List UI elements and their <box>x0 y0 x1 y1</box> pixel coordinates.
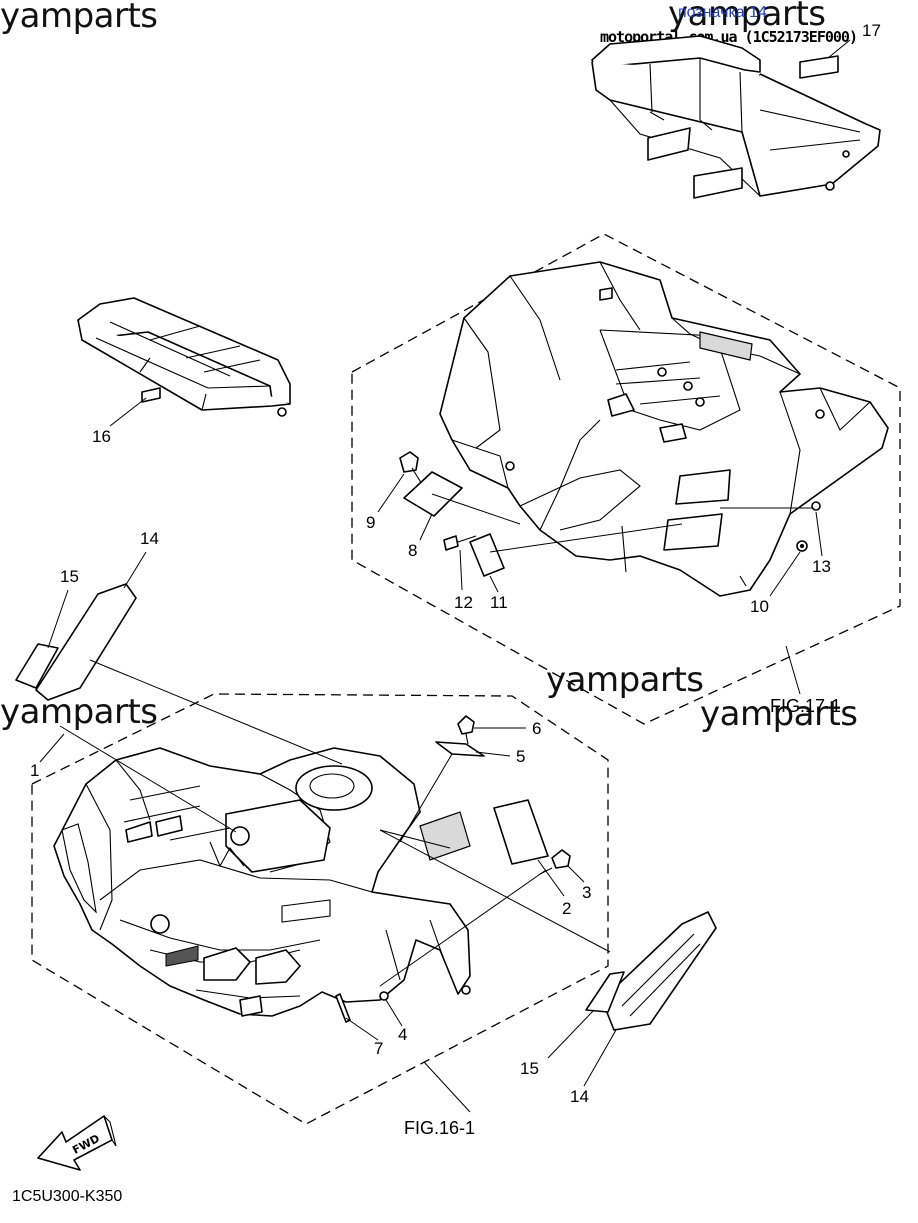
decal-15-left <box>15 643 59 689</box>
rear-carrier-rack <box>591 35 881 199</box>
watermark-left: yamparts <box>0 692 158 732</box>
diagram-code: 1C5U300-K350 <box>12 1188 123 1205</box>
fig-16-label: FIG.16-1 <box>404 1118 475 1138</box>
callout-9: 9 <box>366 513 375 532</box>
callout-3: 3 <box>582 883 591 902</box>
callout-10: 10 <box>750 597 769 616</box>
callout-12: 12 <box>454 593 473 612</box>
header-link[interactable]: позначка 14 <box>678 4 767 21</box>
watermark-middle: yamparts <box>546 660 704 700</box>
callout-8: 8 <box>408 541 417 560</box>
callout-7: 7 <box>374 1039 383 1058</box>
fig-17-boundary <box>351 233 901 725</box>
callout-1: 1 <box>30 761 39 780</box>
callout-14-left: 14 <box>140 529 159 548</box>
watermark-top-left: yamparts <box>0 0 158 36</box>
fwd-arrow-icon: FWD <box>37 1115 117 1171</box>
watermark-top-right: yamparts <box>668 0 826 34</box>
callout-4: 4 <box>398 1025 407 1044</box>
rear-fender <box>439 261 889 597</box>
callout-17: 17 <box>862 21 881 40</box>
watermark-right: yamparts <box>700 694 858 734</box>
decal-14-right <box>601 911 717 1031</box>
callout-6: 6 <box>532 719 541 738</box>
callout-14-right: 14 <box>570 1087 589 1106</box>
front-carrier-rack <box>77 297 291 417</box>
callout-13: 13 <box>812 557 831 576</box>
decal-15-right <box>585 971 625 1013</box>
callout-11: 11 <box>490 593 508 612</box>
callout-5: 5 <box>516 747 525 766</box>
callout-15-left: 15 <box>60 567 79 586</box>
callout-15-right: 15 <box>520 1059 539 1078</box>
fig-16-boundary <box>31 693 609 1125</box>
decal-14-left <box>35 583 137 701</box>
callout-16: 16 <box>92 427 111 446</box>
callout-2: 2 <box>562 899 571 918</box>
fig-17-label: FIG.17-1 <box>770 696 841 716</box>
front-fender <box>53 747 471 1017</box>
